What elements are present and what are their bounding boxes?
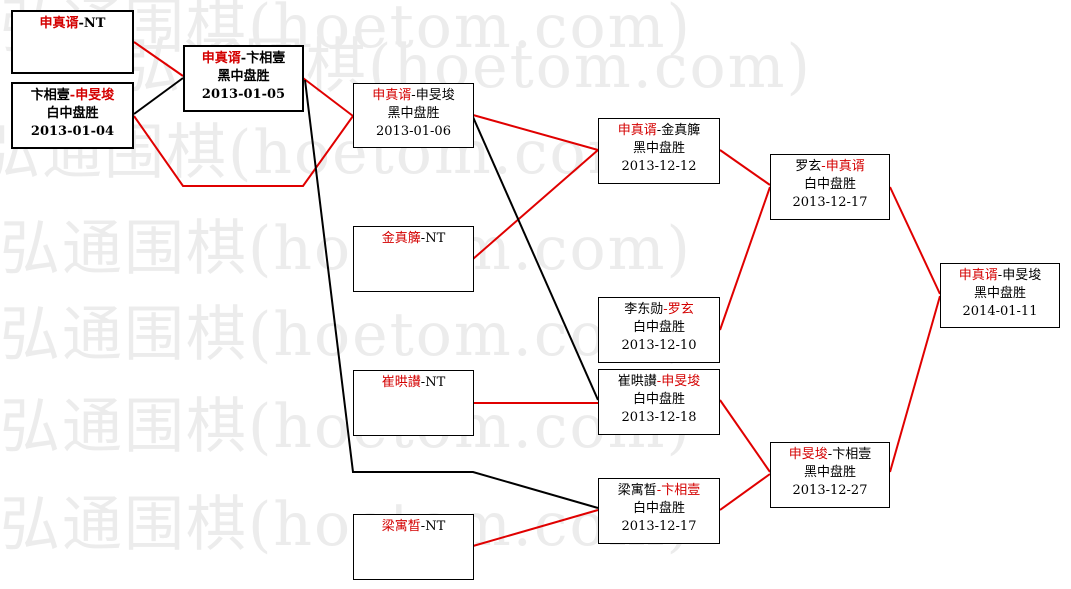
match-result: 白中盘胜 [803,177,856,192]
connector [472,509,599,547]
player-winner: 卞相壹 [661,483,701,498]
match-date: 2014-01-11 [962,304,1038,319]
player-winner: 申旻埈 [75,88,115,103]
match-box-r9: 崔晎讃-申旻埈 白中盘胜 2013-12-18 [598,369,720,435]
match-date: 2013-12-12 [621,159,697,174]
connector [472,149,599,260]
match-result: 白中盘胜 [632,392,685,407]
match-box-r12: 申旻埈-卞相壹 黑中盘胜 2013-12-27 [770,442,890,508]
watermark: 弘通围棋(hoetom.com) [0,214,692,284]
player: NT [425,375,446,390]
player-winner: 申真谞 [958,268,998,283]
connector [472,116,599,401]
match-result: 白中盘胜 [632,501,685,516]
player: NT [83,16,106,31]
match-result: 黑中盘胜 [217,69,270,84]
match-result: 黑中盘胜 [632,141,685,156]
player-winner: 申真谞 [201,51,241,66]
match-box-r4: 金真簲-NT [353,226,474,292]
player: NT [425,519,446,534]
match-result: 黑中盘胜 [973,286,1026,301]
player: 崔晎讃 [617,374,657,389]
match-result: 黑中盘胜 [387,106,440,121]
connector [719,149,771,186]
match-box-r1: 卞相壹-申旻埈 白中盘胜 2013-01-04 [11,82,134,149]
player-winner: 申真谞 [825,159,865,174]
connector [304,79,599,509]
match-date: 2013-01-04 [30,124,115,139]
match-box-r7: 申真谞-金真簲 黑中盘胜 2013-12-12 [598,118,720,184]
match-box-final: 申真谞-申旻埈 黑中盘胜 2014-01-11 [940,263,1060,328]
connector [133,77,184,115]
player-winner: 申真谞 [39,16,79,31]
player: 金真簲 [661,123,701,138]
player: 卞相壹 [246,51,286,66]
match-result: 白中盘胜 [632,320,685,335]
player: 卞相壹 [30,88,70,103]
match-box-r11: 罗玄-申真谞 白中盘胜 2013-12-17 [770,154,890,220]
match-box-r3: 申真谞-申旻埈 黑中盘胜 2013-01-06 [353,83,474,148]
connector [133,115,354,187]
player: 李东勋 [624,302,664,317]
connector [719,399,771,473]
player: 罗玄 [795,159,822,174]
player-winner: 金真簲 [381,231,421,246]
player-winner: 崔晎讃 [381,375,421,390]
match-box-r0: 申真谞-NT [11,10,134,74]
match-result: 白中盘胜 [46,106,99,121]
connector [719,186,771,331]
match-box-r8: 李东勋-罗玄 白中盘胜 2013-12-10 [598,297,720,363]
match-date: 2013-01-05 [201,87,286,102]
connector [472,114,599,151]
match-box-r10: 梁寓晳-卞相壹 白中盘胜 2013-12-17 [598,478,720,544]
connector [889,295,941,473]
match-box-r2: 申真谞-卞相壹 黑中盘胜 2013-01-05 [183,45,304,112]
player: 梁寓晳 [617,483,657,498]
connector [302,77,354,117]
match-date: 2013-01-06 [376,124,451,139]
match-box-r5: 崔晎讃-NT [353,370,474,436]
player-winner: 梁寓晳 [381,519,421,534]
match-date: 2013-12-17 [621,519,697,534]
connector [133,41,184,77]
player-winner: 申旻埈 [661,374,701,389]
player-winner: 申真谞 [617,123,657,138]
match-date: 2013-12-18 [621,410,697,425]
player-winner: 申真谞 [372,88,412,103]
match-date: 2013-12-10 [621,338,697,353]
player-winner: 申旻埈 [788,447,828,462]
match-date: 2013-12-27 [792,483,868,498]
match-result: 黑中盘胜 [803,465,856,480]
match-date: 2013-12-17 [792,195,868,210]
player: 申旻埈 [1002,268,1042,283]
connector [719,473,771,511]
player: 卞相壹 [832,447,872,462]
player: 申旻埈 [415,88,455,103]
player-winner: 罗玄 [667,302,694,317]
watermark: 弘通围棋(hoetom.com) [0,300,692,370]
match-box-r6: 梁寓晳-NT [353,514,474,580]
connector [889,186,941,295]
player: NT [425,231,446,246]
